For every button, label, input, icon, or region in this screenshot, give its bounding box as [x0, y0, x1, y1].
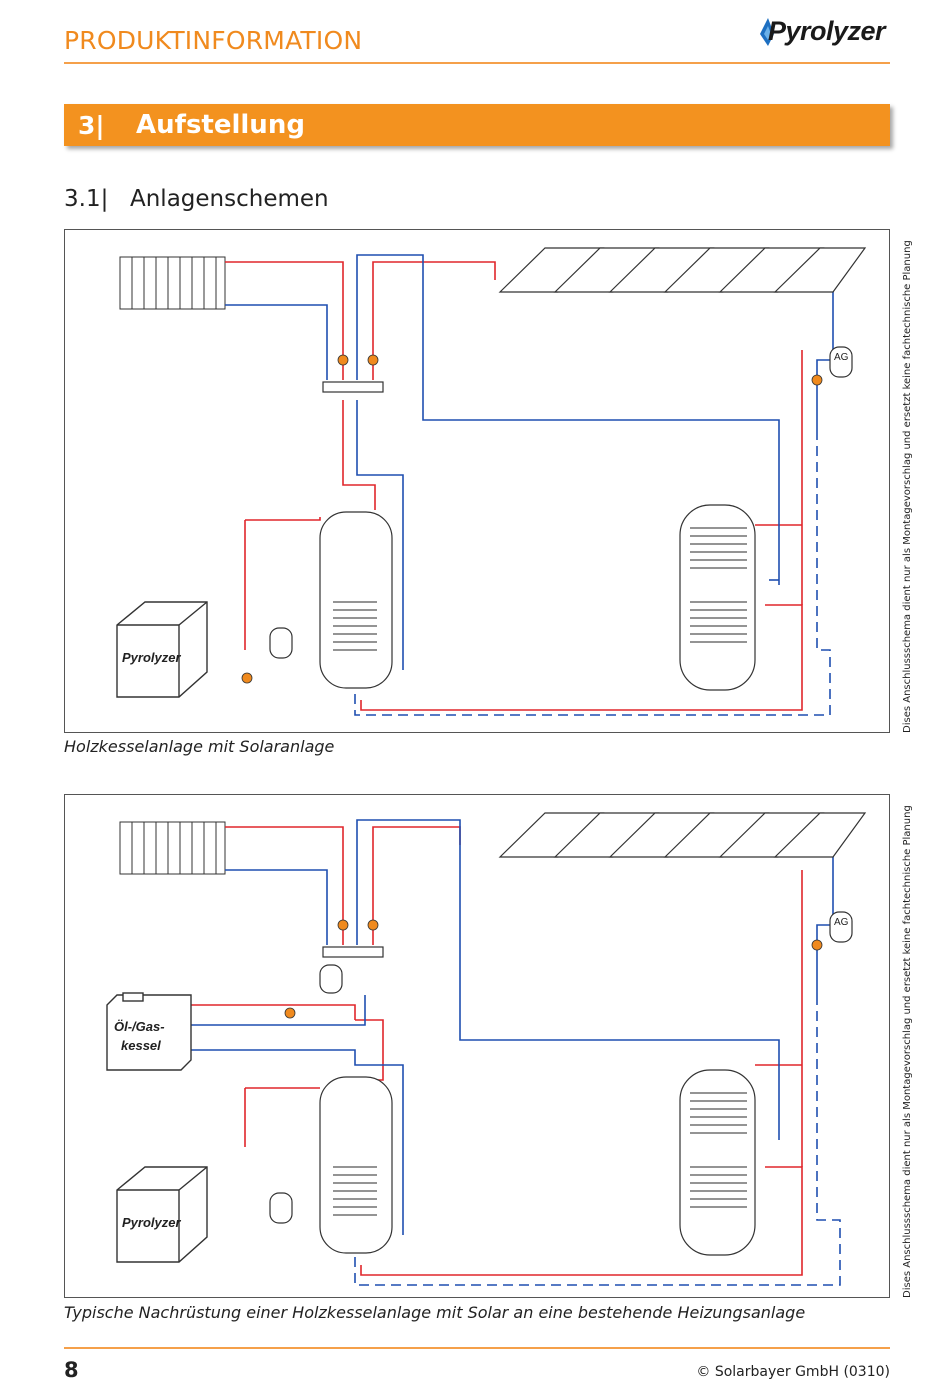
oil-gas-label-line1: Öl-/Gas-: [114, 1019, 165, 1034]
section-title: Aufstellung: [136, 110, 305, 140]
boiler-label-2: Pyrolyzer: [122, 1215, 181, 1230]
solar-storage-tank-icon: [679, 1069, 756, 1256]
radiator-icon: [119, 821, 226, 875]
header-title: PRODUKTINFORMATION: [64, 26, 363, 55]
caption-2: Typische Nachrüstung einer Holzkesselanl…: [64, 1303, 806, 1322]
schematic-2: AG Öl-/Gas- kessel Pyrolyzer: [106, 812, 867, 1286]
footer-rule: [64, 1347, 890, 1349]
copyright: © Solarbayer GmbH (0310): [696, 1364, 890, 1380]
caption-1: Holzkesselanlage mit Solaranlage: [64, 737, 335, 756]
boiler-label-1: Pyrolyzer: [122, 650, 181, 665]
pyrolyzer-logo-icon: [760, 18, 774, 46]
radiator-icon: [119, 256, 226, 310]
buffer-tank-icon: [319, 1076, 393, 1254]
oil-gas-boiler-icon: [106, 992, 192, 1071]
diagram-2: AG Öl-/Gas- kessel Pyrolyzer: [64, 794, 890, 1298]
subsection-title: Anlagenschemen: [130, 186, 329, 212]
wood-boiler-icon: [116, 601, 208, 698]
section-number: 3|: [78, 111, 105, 140]
ag-label-1: AG: [834, 352, 849, 363]
section-bar: 3| Aufstellung: [64, 104, 890, 146]
ag-label-2: AG: [834, 917, 849, 928]
pump-icon: [284, 919, 823, 1019]
subsection-number: 3.1|: [64, 186, 109, 212]
oil-gas-label-line2: kessel: [121, 1038, 161, 1053]
solar-collector-icon: [498, 812, 867, 858]
pump-icon: [241, 354, 823, 684]
expansion-vessel-icon: [269, 346, 853, 659]
diagram-1: AG Pyrolyzer: [64, 229, 890, 733]
wood-boiler-icon: [116, 1166, 208, 1263]
solar-collector-icon: [498, 247, 867, 293]
buffer-tank-icon: [319, 511, 393, 689]
side-note-2: Dises Anschlussschema dient nur als Mont…: [902, 805, 913, 1298]
logo-text: Pyrolyzer: [768, 16, 886, 46]
schematic-1: AG Pyrolyzer: [116, 247, 867, 716]
solar-storage-tank-icon: [679, 504, 756, 691]
expansion-vessel-icon: [269, 911, 853, 1224]
side-note-1: Dises Anschlussschema dient nur als Mont…: [902, 240, 913, 733]
header-rule: [64, 62, 890, 64]
page-number: 8: [64, 1358, 79, 1382]
